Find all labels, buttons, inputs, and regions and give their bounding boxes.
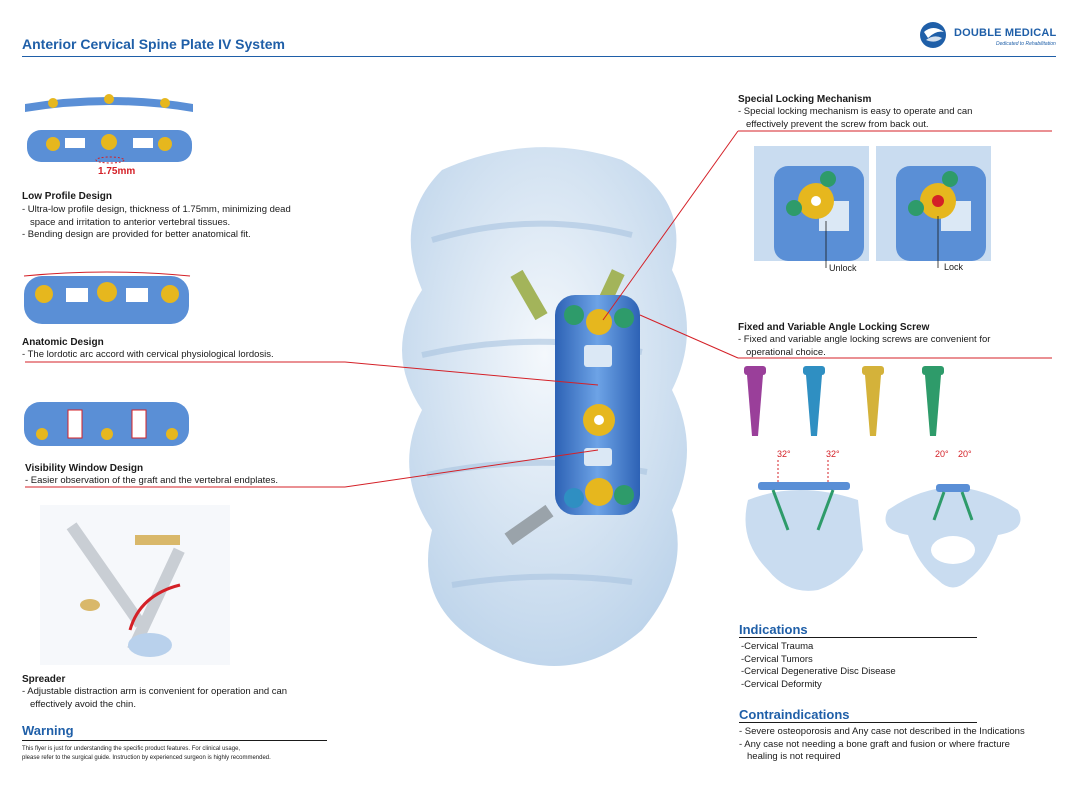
list-item: -Cervical Deformity [741,678,822,690]
brand-name: DOUBLE MEDICAL [954,27,1057,39]
screw-set-image [744,366,944,436]
locking-heading: Special Locking Mechanism [738,94,872,105]
title-divider [22,56,1056,57]
indications-heading: Indications [739,622,808,637]
list-item: -Cervical Degenerative Disc Disease [741,666,896,677]
anatomic-text: - The lordotic arc accord with cervical … [22,349,274,360]
angle-label: 32° [777,449,791,459]
lock-label: Lock [944,262,964,272]
locking-text: - Special locking mechanism is easy to o… [738,106,973,130]
unlock-closeup-image [754,146,869,268]
low-profile-plate-image [25,94,193,164]
spreader-image [40,505,230,665]
angle-label: 20° [935,449,949,459]
axial-vertebra-image [885,484,1021,588]
indications-list: -Cervical Trauma -Cervical Tumors -Cervi… [741,641,1041,691]
screw-purple [744,366,766,436]
anatomic-plate-image [23,271,191,324]
thickness-measure: 1.75mm [98,166,136,177]
page-title: Anterior Cervical Spine Plate IV System [22,36,285,52]
unlock-label: Unlock [829,263,857,273]
lateral-vertebra-image [745,460,863,591]
spreader-text: - Adjustable distraction arm is convenie… [22,686,288,710]
spine-illustration [402,147,687,667]
angle-label: 32° [826,449,840,459]
angle-screw-heading: Fixed and Variable Angle Locking Screw [738,322,930,333]
indications-divider [739,637,977,638]
contraindications-divider [739,722,977,723]
angle-screw-text: - Fixed and variable angle locking screw… [738,334,991,358]
spreader-heading: Spreader [22,674,66,685]
contraindications-heading: Contraindications [739,707,850,722]
visibility-text: - Easier observation of the graft and th… [25,475,278,486]
screw-blue [803,366,825,436]
low-profile-heading: Low Profile Design [22,191,113,202]
brand-tagline: Dedicated to Rehabilitation [996,41,1056,47]
screw-green [922,366,944,436]
anatomic-heading: Anatomic Design [22,337,104,348]
angle-label: 20° [958,449,972,459]
low-profile-text: - Ultra-low profile design, thickness of… [22,204,291,240]
visibility-plate-image [24,402,189,446]
lock-closeup-image [876,146,991,268]
contraindications-text: - Severe osteoporosis and Any case not d… [739,726,1025,762]
warning-divider [22,740,327,741]
warning-heading: Warning [22,723,74,738]
visibility-heading: Visibility Window Design [25,463,144,474]
screw-gold [862,366,884,436]
list-item: -Cervical Tumors [741,653,813,665]
warning-text: This flyer is just for understanding the… [22,746,271,761]
brand-logo-icon [920,22,946,48]
list-item: -Cervical Trauma [741,641,814,652]
